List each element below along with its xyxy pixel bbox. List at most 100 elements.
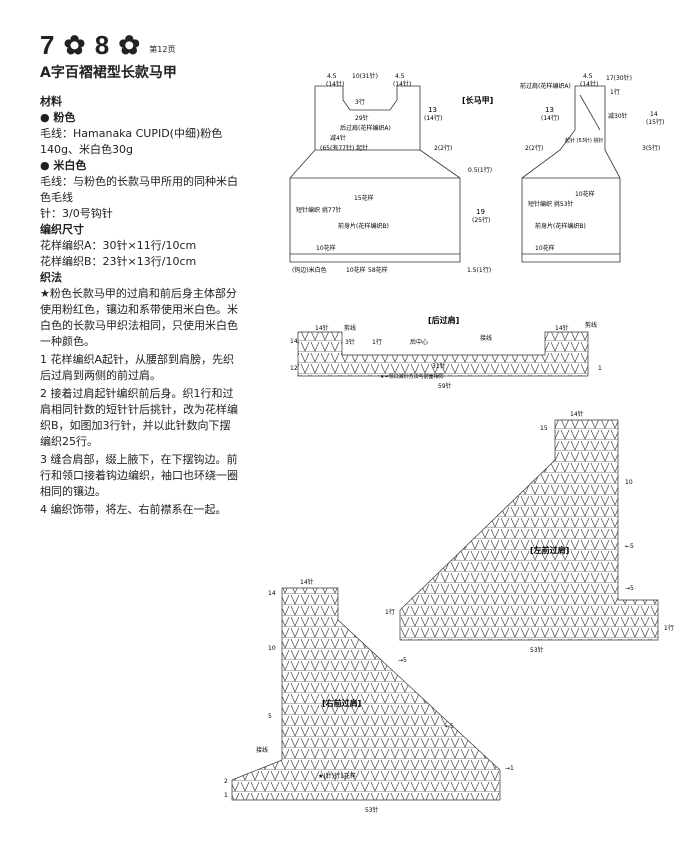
- bs-cut-r: 剪线: [585, 321, 597, 329]
- hem-count-a: 10花样: [346, 266, 366, 274]
- rf-row-5: 5: [268, 713, 272, 720]
- back-yoke-label: 后过肩(花样编织A): [340, 124, 391, 132]
- back-dim-left: 4.5: [327, 73, 337, 80]
- bs-row-1: 1: [598, 365, 602, 372]
- lf-dec-5-a: ←5: [625, 543, 634, 550]
- front-dim-a-sts: (14针): [580, 80, 598, 88]
- back-neck-rows: 3行: [355, 98, 365, 106]
- bs-center: 后中心: [410, 338, 428, 346]
- pink-heading: ● 粉色: [40, 111, 76, 124]
- front-cast-on: 起针 (53针) 挑针: [565, 137, 603, 144]
- front-dim-14: 14: [650, 111, 658, 118]
- rf-row-10: 10: [268, 645, 276, 652]
- back-dec-label: 减4针: [330, 134, 346, 142]
- method-heading: 织法: [40, 271, 62, 284]
- bs-31-sts: 31针: [432, 362, 446, 370]
- lf-1-row-r: 1行: [664, 624, 674, 632]
- back-body-count: 10花样: [316, 244, 336, 252]
- size-heading: 编织尺寸: [40, 223, 84, 236]
- dim-14-rows: (14行): [424, 114, 442, 122]
- method-step-1: 1 花样编织A起针，从腰部到肩膀，先织后过肩到两侧的前过肩。: [40, 353, 235, 382]
- front-vest-schematic: [521, 85, 621, 263]
- rf-53-sts: 53针: [365, 806, 379, 814]
- rf-row-14: 14: [268, 590, 276, 597]
- front-body-count: 10花样: [535, 244, 555, 252]
- bs-row-12: 12: [290, 365, 298, 372]
- front-pattern-count: 10花样: [575, 190, 595, 198]
- rf-join: 接线: [256, 746, 268, 754]
- dim-25-rows: (25行): [472, 216, 490, 224]
- pink-yarn: 毛线：Hamanaka CUPID(中细)粉色140g、米白色30g: [40, 127, 223, 156]
- front-dim-3-rows: 3(5行): [642, 144, 660, 152]
- gauge-b: 花样编织B：23针×13行/10cm: [40, 255, 197, 268]
- back-cast-on: (65(有77针) 起针: [320, 144, 368, 152]
- dim-13: 13: [428, 106, 437, 114]
- rf-row-1: 1: [224, 792, 228, 799]
- front-body-label: 前身片(花样编织B): [535, 222, 586, 230]
- dim-2-rows: 2(2行): [434, 144, 452, 152]
- front-dim-a: 4.5: [583, 73, 593, 80]
- back-dim-left-sts: (14针): [326, 80, 344, 88]
- bs-cut-l: 剪线: [344, 324, 356, 332]
- beige-yarn: 毛线：与粉色的长款马甲所用的同种米白色毛线: [40, 175, 238, 204]
- front-dim-2-rows: 2(2行): [525, 144, 543, 152]
- hem-count-b: 58花样: [368, 266, 388, 274]
- needle-info: 针：3/0号钩针: [40, 207, 113, 220]
- instructions-text: 材料 ● 粉色 毛线：Hamanaka CUPID(中细)粉色140g、米白色3…: [40, 94, 240, 518]
- right-front-label: [右前过肩]: [322, 698, 361, 708]
- bs-3-sts: 3针: [345, 338, 355, 346]
- lf-14-sts: 14针: [570, 410, 584, 418]
- left-front-shoulder-chart: [399, 419, 659, 641]
- lf-row-10: 10: [625, 479, 633, 486]
- method-step-2: 2 接着过肩起针编织前后身。织1行和过肩相同针数的短针针后挑针，改为花样编织B，…: [40, 387, 238, 448]
- back-dim-right-sts: (14针): [393, 80, 411, 88]
- front-1-row: 1行: [610, 88, 620, 96]
- rf-dec-5-b: ←5: [445, 723, 454, 730]
- rf-inc-5-a: →5: [398, 657, 407, 664]
- back-vest-schematic: [289, 85, 461, 263]
- rf-1: →1: [505, 765, 514, 772]
- right-front-shoulder-chart: [231, 587, 501, 801]
- bs-note: ★=领口减针方法与前面相同: [380, 373, 444, 380]
- left-front-label: [左前过肩]: [530, 545, 569, 555]
- method-step-3: 3 缝合肩部，缀上腋下，在下摆钩边。前行和领口接着钩边编织，袖口也环绕一圈相同的…: [40, 453, 238, 498]
- front-dec: 减30针: [608, 112, 628, 120]
- method-intro: ★粉色长款马甲的过肩和前后身主体部分使用粉红色，镶边和系带使用米白色。米白色的长…: [40, 287, 238, 348]
- front-dim-14-rows: (14行): [541, 114, 559, 122]
- dim-19: 19: [476, 208, 485, 216]
- bs-row-14: 14: [290, 338, 298, 345]
- back-shoulder-label: [后过肩]: [428, 315, 459, 325]
- dim-1-5: 1.5(1行): [467, 266, 491, 274]
- back-body-label: 前身片(花样编织B): [338, 222, 389, 230]
- bs-14-sts-r: 14针: [555, 324, 569, 332]
- rf-row-2: 2: [224, 778, 228, 785]
- back-dim-center: 10(31针): [352, 72, 378, 80]
- hem-edging: (钩边)米白色: [292, 266, 327, 274]
- long-vest-label: [长马甲]: [462, 95, 493, 105]
- back-dim-right: 4.5: [395, 73, 405, 80]
- dim-0-5: 0.5(1行): [468, 166, 492, 174]
- back-pattern-count: 15花样: [354, 194, 374, 202]
- materials-heading: 材料: [40, 95, 62, 108]
- bs-1-row: 1行: [372, 338, 382, 346]
- front-dim-15-rows: (15行): [646, 118, 664, 126]
- back-rows: 29针: [355, 114, 369, 122]
- beige-heading: ● 米白色: [40, 159, 87, 172]
- lf-53-sts: 53针: [530, 646, 544, 654]
- pattern-number-header: 7 ✿ 8 ✿ 第12页: [40, 30, 175, 61]
- front-dim-13: 13: [545, 106, 554, 114]
- bs-14-sts-l: 14针: [315, 324, 329, 332]
- lf-row-15: 15: [540, 425, 548, 432]
- pattern-title: A字百褶裙型长款马甲: [40, 65, 177, 81]
- pattern-number: 7 ✿ 8 ✿: [40, 30, 142, 60]
- lf-dec-5-b: →5: [625, 585, 634, 592]
- bs-join: 接线: [480, 334, 492, 342]
- rf-pattern: ★(针)行1花样: [318, 772, 356, 780]
- front-yoke-label: 前过肩(花样编织A): [520, 82, 571, 90]
- back-shoulder-chart: [297, 331, 589, 377]
- method-step-4: 4 编织饰带，将左、右前襟系在一起。: [40, 503, 227, 516]
- page-reference: 第12页: [149, 45, 176, 54]
- front-dim-b: 17(30针): [606, 74, 632, 82]
- rf-14-sts: 14针: [300, 578, 314, 586]
